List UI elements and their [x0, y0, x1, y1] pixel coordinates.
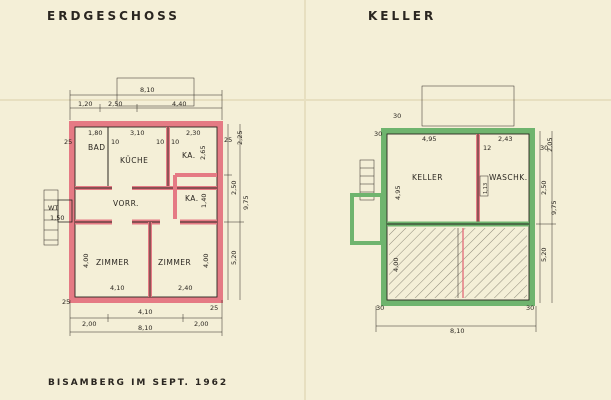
footer-caption: BISAMBERG IM SEPT. 1962: [48, 378, 228, 388]
dim-right-250: 2,50: [230, 181, 238, 195]
dim-b-top-30a: 30: [393, 112, 401, 120]
room-ka-top: KA.: [182, 151, 196, 160]
dim-b-bottom-30: 30: [526, 304, 534, 312]
dim-z-240: 2,40: [178, 284, 192, 292]
room-zimmer-right: ZIMMER: [158, 258, 191, 267]
dim-b-520: 5,20: [540, 248, 548, 262]
bay-outline: [116, 77, 195, 107]
basement-plan: 1,13 KELLER WASCHK. 4,95 2,43 30 30 12 3…: [350, 85, 558, 335]
dim-b-top-30b: 30: [540, 144, 548, 152]
dim-top-mid: 2,50: [108, 100, 122, 108]
dim-10b: 10: [156, 138, 164, 146]
ground-floor-title: ERDGESCHOSS: [47, 9, 180, 23]
dim-top-left: 1,20: [78, 100, 92, 108]
dim-z-400a: 4,00: [82, 254, 90, 268]
dim-265: 2,65: [199, 146, 207, 160]
dim-b-975: 9,75: [550, 201, 558, 215]
dim-bottom-200b: 2,00: [194, 320, 208, 328]
dim-b-495v: 4,95: [394, 186, 402, 200]
dim-b-top-243: 2,43: [498, 135, 512, 143]
wt-box: [57, 199, 73, 223]
dim-b-30: 30: [374, 130, 382, 138]
dim-bottom-410: 4,10: [138, 308, 152, 316]
room-ka-mid: KA.: [185, 194, 199, 203]
dim-right-520: 5,20: [230, 251, 238, 265]
dim-10c: 10: [171, 138, 179, 146]
dim-b-left-30: 30: [376, 304, 384, 312]
dim-wt-150: 1,50: [50, 214, 64, 222]
dim-180: 1,80: [88, 129, 102, 137]
dim-b-25a: 25: [62, 298, 70, 306]
dim-10a: 10: [111, 138, 119, 146]
label-wt: WT: [48, 204, 58, 212]
dim-z-400b: 4,00: [202, 254, 210, 268]
dim-b-12: 12: [483, 144, 491, 152]
dim-b-top-495: 4,95: [422, 135, 436, 143]
basement-bay-outline: [421, 85, 515, 127]
dim-small-113: 1,13: [483, 183, 489, 194]
dim-right-225: 2,25: [236, 131, 244, 145]
dim-top-total: 8,10: [140, 86, 154, 94]
room-vorr: VORR.: [113, 199, 139, 208]
room-keller: KELLER: [412, 173, 443, 182]
dim-230: 2,30: [186, 129, 200, 137]
room-waschk: WASCHK.: [489, 173, 528, 182]
room-bad: BAD: [88, 143, 106, 152]
dim-b-bottom-810: 8,10: [450, 327, 464, 335]
dim-ka-140: 1,40: [200, 194, 208, 208]
dim-right-975: 9,75: [242, 196, 250, 210]
dim-bottom-total: 8,10: [138, 324, 152, 332]
dim-b-25b: 25: [210, 304, 218, 312]
room-kueche: KÜCHE: [120, 156, 148, 165]
ground-floor-plan: 8,10 1,20 2,50 4,40 BAD: [43, 77, 250, 336]
dim-top-right: 4,40: [172, 100, 186, 108]
room-zimmer-left: ZIMMER: [96, 258, 129, 267]
dim-b-hatch-400: 4,00: [392, 258, 400, 272]
basement-stair: [359, 159, 375, 201]
dim-z-410: 4,10: [110, 284, 124, 292]
dim-25a: 25: [64, 138, 72, 146]
basement-title: KELLER: [368, 9, 436, 23]
dim-310: 3,10: [130, 129, 144, 137]
dim-bottom-200a: 2,00: [82, 320, 96, 328]
dim-b-250: 2,50: [540, 181, 548, 195]
dim-b-205: 2,05: [546, 138, 554, 152]
